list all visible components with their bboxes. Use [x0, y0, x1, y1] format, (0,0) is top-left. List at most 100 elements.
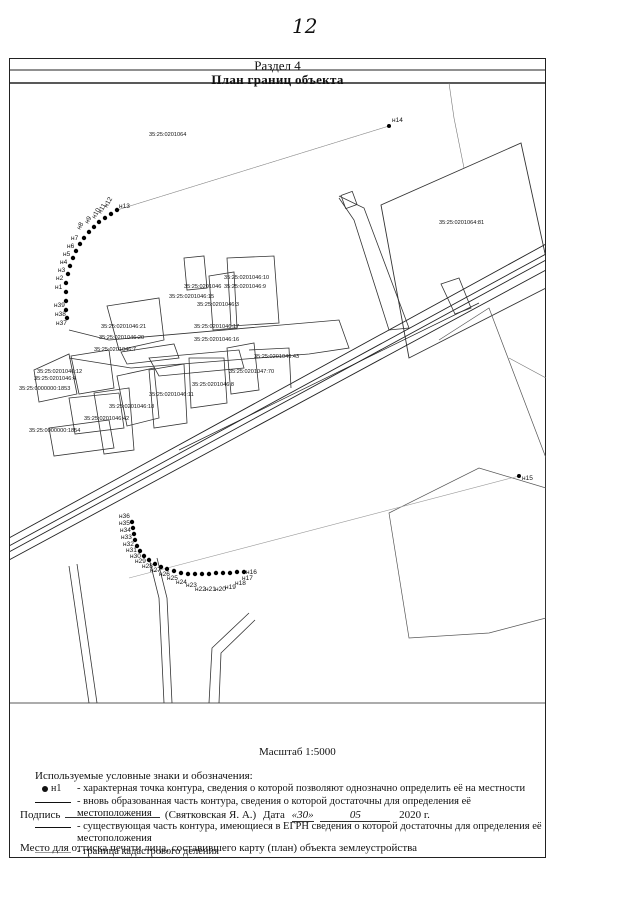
- legend-text: - существующая часть контура, имеющиеся …: [77, 821, 542, 844]
- parcel-outline: [218, 619, 256, 704]
- cadastral-line: [116, 125, 390, 211]
- parcel-label: 35:25:0201046:12: [37, 369, 82, 375]
- legend-text: - характерная точка контура, сведения о …: [77, 783, 526, 794]
- parcel-label: 35:25:0201046:4: [34, 376, 76, 382]
- boundary-plan: н14 н15 н13 н12 н11 н10 н9 н8 н7 н6 н5 н…: [9, 58, 546, 858]
- parcel-label: 35:25:0201046:9: [224, 284, 266, 290]
- point-label: н18: [235, 580, 246, 587]
- parcel-outline: [120, 343, 180, 365]
- parcel-outline: [156, 557, 173, 704]
- parcel-label: 35:25:0201046:7: [94, 347, 136, 353]
- cadastral-line: [448, 82, 465, 169]
- signature-line: Подпись (Святковская Я. А.) Дата «30» 05…: [20, 806, 540, 822]
- parcel-outline: [208, 612, 250, 704]
- parcel-label: 35:25:0201046:21: [101, 324, 146, 330]
- cadastral-line: [508, 357, 546, 379]
- road: [9, 253, 546, 547]
- point-label: н26: [159, 571, 170, 578]
- legend-text: - граница кадастрового деления: [77, 846, 219, 857]
- point-label: н33: [121, 534, 132, 541]
- thin-line-icon: [35, 796, 77, 808]
- signer-name: (Святковская Я. А.): [164, 809, 257, 821]
- point-label: н37: [56, 320, 67, 327]
- page-number: 12: [292, 14, 318, 38]
- parcel-outline: [226, 342, 260, 395]
- stamp-place: Место для оттиска печати лица, составивш…: [20, 842, 418, 854]
- point-label: н35: [119, 520, 130, 527]
- point-label: н30: [130, 553, 141, 560]
- map-sheet: н14 н15 н13 н12 н11 н10 н9 н8 н7 н6 н5 н…: [9, 58, 546, 858]
- legend-item-point: н1 - характерная точка контура, сведения…: [35, 783, 545, 795]
- point-label: н14: [392, 117, 403, 124]
- gray-line-icon: [35, 846, 77, 858]
- parcel-outline: [70, 349, 115, 395]
- legend-item-existing-contour: - существующая часть контура, имеющиеся …: [35, 821, 545, 845]
- parcel-outline: [208, 271, 238, 331]
- parcel-label: 35:25:0201046:10: [224, 275, 269, 281]
- point-label: н29: [135, 558, 146, 565]
- cadastral-line: [128, 475, 520, 579]
- parcel-outline: [248, 347, 292, 389]
- parcel-outline: [226, 255, 280, 327]
- parcel-label: 35:25:0201046:43: [254, 354, 299, 360]
- legend-point-label: н1: [51, 783, 62, 794]
- parcel-label: 35:25:0000000:1853: [19, 386, 70, 392]
- parcel-label: 35:25:0201046: [184, 284, 221, 290]
- boundary-points-lower: [129, 519, 247, 577]
- point-label: н27: [150, 567, 161, 574]
- point-label: н13: [119, 203, 130, 210]
- signature-field: [65, 806, 161, 818]
- point-label: н11: [97, 202, 108, 215]
- point-label: н10: [91, 207, 103, 220]
- point-label: н15: [522, 475, 533, 482]
- point-label: н8: [76, 221, 86, 231]
- parcel-outline: [116, 367, 160, 427]
- parcel-outline: [148, 363, 188, 429]
- point-symbol-icon: н1: [35, 783, 77, 795]
- parcel-label: 35:25:0201046:15: [169, 294, 214, 300]
- point-label: н31: [126, 547, 137, 554]
- parcel-label: 35:25:0201046:16: [194, 337, 239, 343]
- point-label: н21: [205, 586, 216, 593]
- road: [9, 269, 546, 561]
- parcel-label: 35:25:0201046:17: [194, 324, 239, 330]
- sheet-frame: [9, 58, 546, 858]
- signature-label: Подпись: [20, 809, 61, 821]
- legend-item-new-contour: - вновь образованная часть контура, свед…: [35, 796, 545, 820]
- parcel-outline: [106, 297, 165, 351]
- building: [340, 190, 358, 210]
- parcel-label: 35:25:0201046:20: [99, 335, 144, 341]
- parcel-outline: [33, 353, 78, 403]
- legend-item-cadastral-boundary: - граница кадастрового деления: [35, 846, 545, 858]
- parcel-outline: [148, 557, 165, 704]
- parcel-outline: [440, 277, 472, 315]
- parcel-label: 35:25:0201046:3: [197, 302, 239, 308]
- parcel-outline: [338, 195, 410, 331]
- cadastral-line: [388, 307, 546, 639]
- point-label: н34: [120, 527, 131, 534]
- date-day: «30»: [291, 809, 314, 822]
- parcel-label: 35:25:0201046:11: [149, 392, 194, 398]
- parcel-outline: [68, 565, 90, 704]
- parcel-label: 35:25:0201064:81: [439, 220, 484, 226]
- point-label: н16: [246, 569, 257, 576]
- parcel-label: 35:25:0201046:18: [109, 404, 154, 410]
- point-label: н25: [167, 575, 178, 582]
- point-label: н24: [176, 579, 187, 586]
- point-label: н2: [56, 275, 64, 282]
- parcel-label: 35:25:0201064: [149, 132, 186, 138]
- point-n15: [517, 474, 521, 478]
- parcel-outline: [93, 387, 135, 455]
- point-label: н22: [195, 586, 206, 593]
- point-label: н12: [103, 196, 115, 209]
- date-month: 05: [320, 809, 391, 822]
- legend: н1 - характерная точка контура, сведения…: [35, 783, 545, 859]
- thick-line-icon: [35, 821, 77, 833]
- point-label: н36: [119, 513, 130, 520]
- point-label: н4: [60, 259, 68, 266]
- point-label: н39: [54, 302, 65, 309]
- date-year: 2020 г.: [399, 809, 430, 821]
- point-label: н5: [63, 251, 71, 258]
- road: [9, 259, 546, 553]
- point-label: н17: [242, 575, 253, 582]
